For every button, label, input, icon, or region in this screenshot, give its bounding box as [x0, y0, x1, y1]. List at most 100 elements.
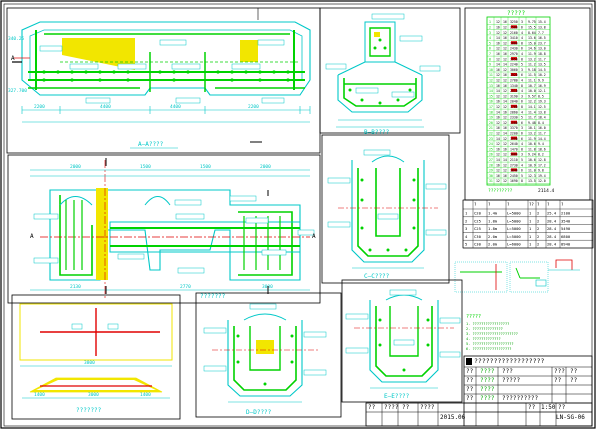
material-cell: 1.4m	[488, 211, 498, 216]
rebar-shape-icon	[511, 88, 517, 92]
material-cell: C20	[474, 211, 482, 216]
material-header: ??	[529, 202, 534, 207]
rebar-cell: 9.48	[528, 121, 536, 125]
rebar-cell: 14	[503, 100, 507, 104]
material-cell: 2	[537, 242, 539, 247]
rebar-cell: 25	[489, 147, 493, 151]
dim-plan-4: 2000	[260, 164, 271, 170]
rebar-cell: 4	[489, 36, 491, 40]
rebar-cell: 16	[496, 68, 500, 72]
rebar-cell: 11	[489, 73, 493, 77]
rebar-cell: 12	[503, 31, 507, 35]
rebar-cell: 16	[496, 84, 500, 88]
rebar-cell: 19	[489, 116, 493, 120]
material-cell: 28.4	[547, 234, 557, 239]
rebar-cell: 13.0	[538, 47, 546, 51]
rebar-cell: 11.5	[528, 73, 536, 77]
rebar-shape-icon	[511, 136, 517, 140]
elev-label-2: 327.700	[8, 88, 27, 94]
rebar-cell: 11.7	[528, 116, 536, 120]
rebar-cell: 2240	[510, 63, 518, 67]
rebar-cell: 8.4	[538, 121, 544, 125]
rebar-cell: 9.8	[538, 169, 544, 173]
rebar-cell: 14	[496, 89, 500, 93]
material-cell: 8940	[561, 242, 571, 247]
rebar-cell: 17	[489, 105, 493, 109]
rebar-cell: 14.1	[528, 105, 536, 109]
material-cell: 28.4	[547, 226, 557, 231]
rebar-cell: 1340	[510, 84, 518, 88]
rebar-cell: 12	[503, 26, 507, 30]
tb-bottom-6: ??	[558, 404, 566, 411]
rebar-cell: 12	[503, 57, 507, 61]
material-cell: 2	[537, 211, 539, 216]
rebar-cell: 12	[496, 121, 500, 125]
rebar-cell: 6	[521, 169, 523, 173]
rebar-cell: 2200	[510, 132, 518, 136]
rebar-cell: 2510	[510, 89, 518, 93]
dim-plan-1: 2000	[70, 164, 81, 170]
rebar-total-value: 2114.4	[538, 188, 555, 194]
rebar-cell: 2860	[510, 110, 518, 114]
rebar-cell: 14	[496, 158, 500, 162]
rebar-cell: 16	[503, 52, 507, 56]
view-plan: 2000 1500 1500 2000 2130 2770 3000 A A ?…	[7, 154, 321, 304]
rebar-cell: 16	[503, 147, 507, 151]
rebar-cell: 12	[503, 179, 507, 183]
dim-a-4: 2200	[248, 104, 259, 110]
rebar-cell: 14	[496, 110, 500, 114]
material-cell: 2	[537, 218, 539, 223]
rebar-cell: 4	[521, 163, 523, 167]
material-cell: 1.8m	[488, 218, 498, 223]
rebar-cell: 12	[496, 142, 500, 146]
material-row-number: 5	[465, 242, 467, 247]
material-cell: 1.8m	[488, 226, 498, 231]
rebar-cell: 24	[489, 142, 493, 146]
rebar-cell: 8	[489, 57, 491, 61]
view-e-e: E—E????	[341, 279, 463, 403]
rebar-cell: 14.5	[538, 68, 546, 72]
material-header: ?	[507, 202, 510, 207]
rebar-cell: 15.5	[528, 26, 536, 30]
view-title-b-b: B—B????	[364, 129, 390, 136]
rebar-cell: 5	[521, 158, 523, 162]
rebar-cell: 8.2	[538, 153, 544, 157]
rebar-cell: 31	[489, 179, 493, 183]
tb-cell-r3c0: ??	[466, 395, 474, 402]
notes-block: ????? 1. ?????????????????2. ???????????…	[466, 314, 518, 351]
rebar-cell: 15.4	[538, 20, 546, 24]
note-line: 6. ??????????????????	[466, 347, 511, 351]
rebar-cell: 14	[503, 63, 507, 67]
tb-bottom-4: ??	[528, 404, 536, 411]
rebar-cell: 6	[521, 132, 523, 136]
rebar-cell: 29	[489, 169, 493, 173]
rebar-cell: 9.24	[528, 153, 536, 157]
tb-cell-r1c0: ??	[466, 377, 474, 384]
rebar-cell: 15	[489, 94, 493, 98]
title-block	[365, 355, 593, 427]
material-cell: 28.4	[547, 218, 557, 223]
rebar-cell: 7.7	[538, 31, 544, 35]
material-cell: 1	[529, 218, 532, 223]
rebar-cell: 12	[503, 41, 507, 45]
rebar-cell: 16	[496, 116, 500, 120]
rebar-cell: 15.0	[528, 41, 536, 45]
rebar-cell: 6	[521, 137, 523, 141]
rebar-cell: 8	[521, 147, 523, 151]
rebar-cell: 12	[496, 105, 500, 109]
rebar-cell: 3060	[510, 68, 518, 72]
rebar-cell: 12	[496, 79, 500, 83]
dim-a-3: 4400	[170, 104, 181, 110]
rebar-cell: 4	[521, 79, 523, 83]
note-line: 1. ?????????????????	[466, 322, 509, 326]
rebar-cell: 12	[503, 163, 507, 167]
rebar-table-title: ?????	[507, 10, 525, 17]
rebar-cell: 16	[496, 41, 500, 45]
rebar-shape-icon	[511, 168, 517, 172]
rebar-cell: 12	[496, 153, 500, 157]
rebar-cell: 12.5	[538, 105, 546, 109]
rebar-cell: 26	[489, 153, 493, 157]
rebar-cell: 3	[521, 20, 523, 24]
rebar-cell: 2430	[510, 47, 518, 51]
rebar-shape-icon	[511, 57, 517, 61]
